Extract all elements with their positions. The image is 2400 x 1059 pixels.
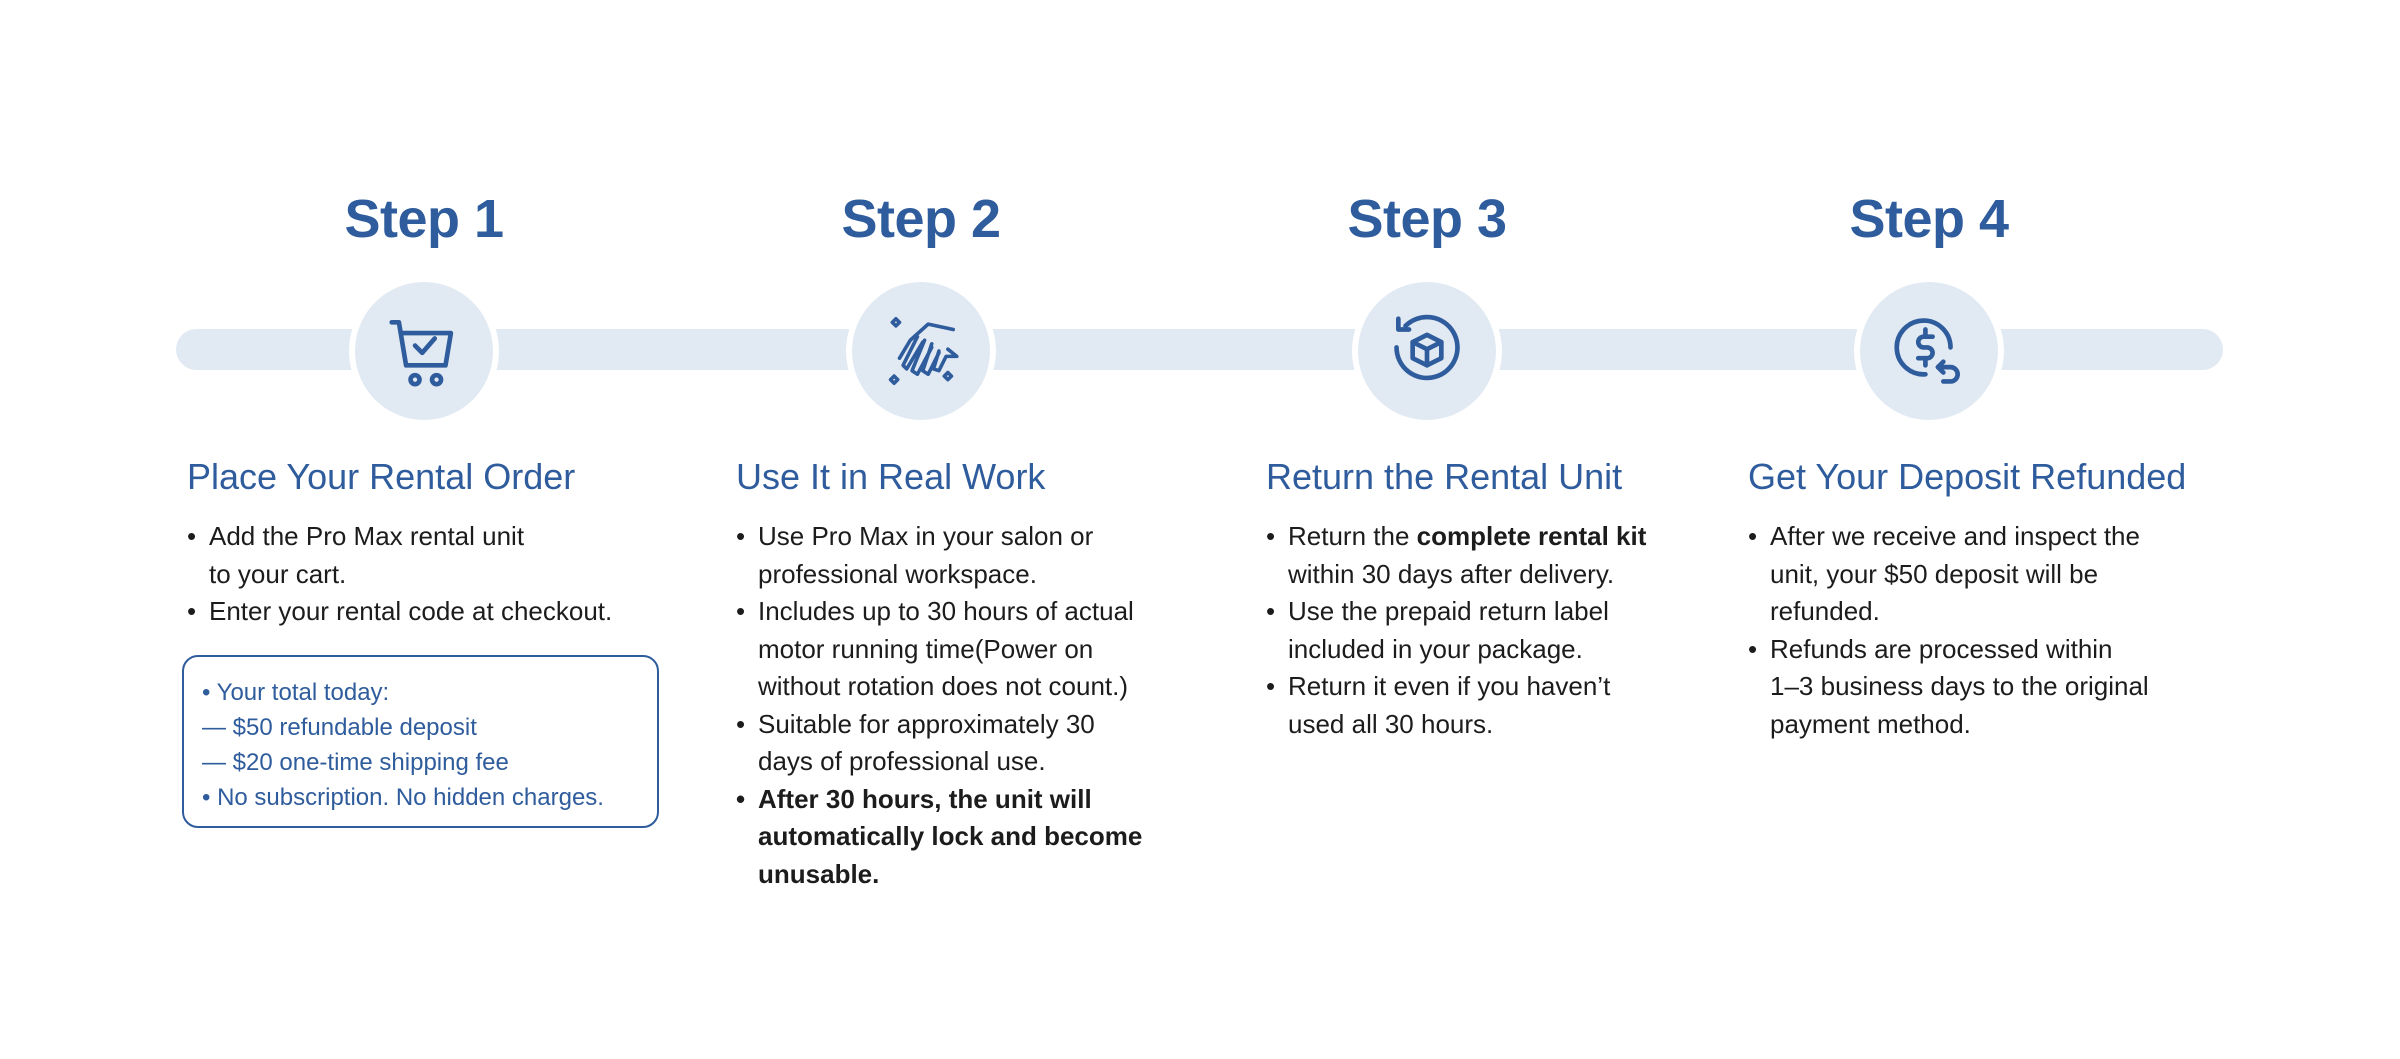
step-1-section: Place Your Rental Order Add the Pro Max … xyxy=(187,456,677,631)
return-box-icon xyxy=(1394,314,1460,381)
list-item: Enter your rental code at checkout. xyxy=(187,593,677,631)
list-item: Add the Pro Max rental unit to your cart… xyxy=(187,518,677,593)
step-4-section: Get Your Deposit Refunded After we recei… xyxy=(1748,456,2248,743)
step-4-title: Step 4 xyxy=(1849,189,2009,249)
list-item: After we receive and inspect the unit, y… xyxy=(1748,518,2248,631)
list-item: Suitable for approximately 30 days of pr… xyxy=(736,706,1206,781)
step-2-title: Step 2 xyxy=(841,189,1001,249)
price-summary-box: • Your total today: — $50 refundable dep… xyxy=(182,655,659,828)
summary-line: • Your total today: xyxy=(202,679,390,706)
dollar-refund-icon xyxy=(1894,318,1960,384)
cart-check-icon xyxy=(389,320,454,387)
list-item: Return the complete rental kit within 30 … xyxy=(1266,518,1716,593)
list-item: Use Pro Max in your salon or professiona… xyxy=(736,518,1206,593)
list-item-text: within 30 days after delivery. xyxy=(1288,558,1615,589)
step-3-badge xyxy=(1358,282,1496,420)
summary-line: • No subscription. No hidden charges. xyxy=(202,784,604,811)
summary-line: — $20 one-time shipping fee xyxy=(202,749,509,776)
step-1-title: Step 1 xyxy=(344,189,504,249)
summary-line: — $50 refundable deposit xyxy=(202,714,477,741)
step-2-section: Use It in Real Work Use Pro Max in your … xyxy=(736,456,1206,893)
step-1-badge xyxy=(355,282,493,420)
list-item-text: Return the xyxy=(1288,521,1417,551)
step-3-title: Step 3 xyxy=(1347,189,1507,249)
step-2-heading: Use It in Real Work xyxy=(736,456,1046,497)
list-item-emphasis: complete rental kit xyxy=(1416,521,1647,551)
step-4-badge xyxy=(1860,282,1998,420)
step-3-heading: Return the Rental Unit xyxy=(1266,456,1623,497)
step-2-badge xyxy=(852,282,990,420)
step-4-heading: Get Your Deposit Refunded xyxy=(1748,456,2187,497)
step-3-section: Return the Rental Unit Return the comple… xyxy=(1266,456,1716,743)
list-item: Refunds are processed within 1–3 busines… xyxy=(1748,631,2248,744)
list-item: Includes up to 30 hours of actual motor … xyxy=(736,593,1206,706)
list-item: Use the prepaid return label included in… xyxy=(1266,593,1716,668)
list-item-warning: After 30 hours, the unit will automatica… xyxy=(736,781,1206,894)
hand-sparkle-icon xyxy=(888,316,959,386)
step-1-heading: Place Your Rental Order xyxy=(187,456,576,497)
list-item: Return it even if you haven’t used all 3… xyxy=(1266,668,1716,743)
